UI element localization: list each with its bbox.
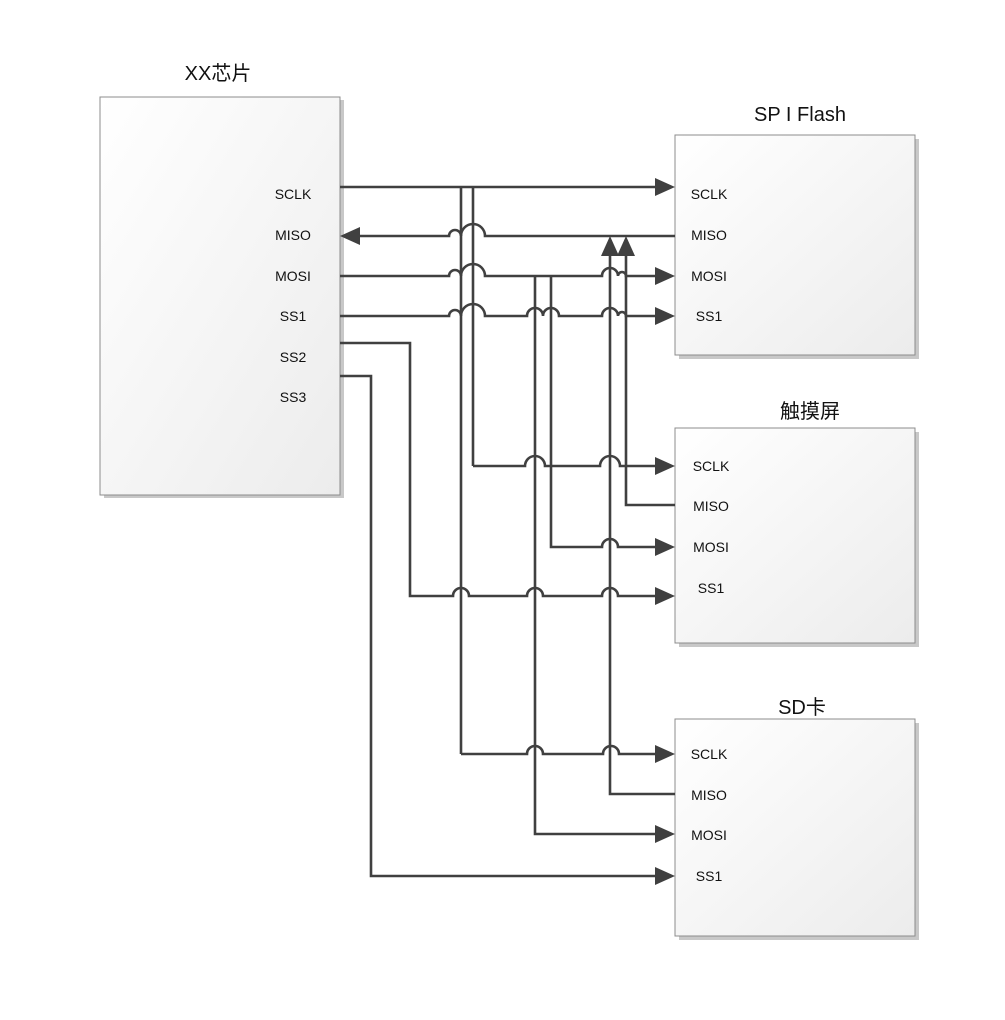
touchscreen-block <box>674 427 919 647</box>
arrow-ss1-touch <box>655 587 675 605</box>
arrow-sclk-flash <box>655 178 675 196</box>
spi-flash-title: SP I Flash <box>754 104 846 126</box>
arrow-miso-sd-up <box>601 236 619 256</box>
arrow-sclk-touch <box>655 457 675 475</box>
arrow-mosi-sd <box>655 825 675 843</box>
wire-ss3 <box>340 374 660 878</box>
chip-title: XX芯片 <box>185 62 252 85</box>
arrow-miso-chip <box>340 227 360 245</box>
sd-card-block <box>674 718 919 940</box>
sd-card-pin-sclk: SCLK <box>691 746 728 762</box>
wire-miso-sd <box>608 253 675 796</box>
touchscreen-pin-miso: MISO <box>693 498 729 514</box>
chip-pin-miso: MISO <box>275 227 311 243</box>
chip-pin-ss2: SS2 <box>280 349 307 365</box>
sd-card-title: SD卡 <box>778 696 826 719</box>
wire-ss1 <box>340 302 660 318</box>
spi-flash-pin-mosi: MOSI <box>691 268 727 284</box>
touchscreen-pin-ss1: SS1 <box>698 580 725 596</box>
chip-pin-mosi: MOSI <box>275 268 311 284</box>
wire-miso-main <box>360 222 675 238</box>
chip-block <box>99 96 344 498</box>
wire-miso-touch <box>624 253 675 507</box>
wire-sclk-drop-sd <box>459 187 660 756</box>
spi-flash-pin-ss1: SS1 <box>696 308 723 324</box>
wire-ss2 <box>340 341 660 598</box>
touchscreen-title: 触摸屏 <box>780 400 840 423</box>
touchscreen-pin-sclk: SCLK <box>693 458 730 474</box>
sd-card-pin-miso: MISO <box>691 787 727 803</box>
chip-pin-ss3: SS3 <box>280 389 307 405</box>
spi-flash-block <box>674 134 919 359</box>
arrow-mosi-flash <box>655 267 675 285</box>
arrow-ss1-flash <box>655 307 675 325</box>
spi-flash-pin-sclk: SCLK <box>691 186 728 202</box>
arrow-sclk-sd <box>655 745 675 763</box>
arrow-ss1-sd <box>655 867 675 885</box>
arrow-miso-touch-up <box>617 236 635 256</box>
wire-mosi-drop-touch <box>549 276 660 549</box>
sd-card-pin-ss1: SS1 <box>696 868 723 884</box>
sd-card-pin-mosi: MOSI <box>691 827 727 843</box>
chip-pin-ss1: SS1 <box>280 308 307 324</box>
touchscreen-pin-mosi: MOSI <box>693 539 729 555</box>
wire-mosi-main <box>340 262 660 278</box>
arrow-mosi-touch <box>655 538 675 556</box>
wire-sclk-drop-touch <box>471 187 660 468</box>
wire-mosi-drop-sd <box>533 276 660 836</box>
spi-flash-pin-miso: MISO <box>691 227 727 243</box>
chip-pin-sclk: SCLK <box>275 186 312 202</box>
